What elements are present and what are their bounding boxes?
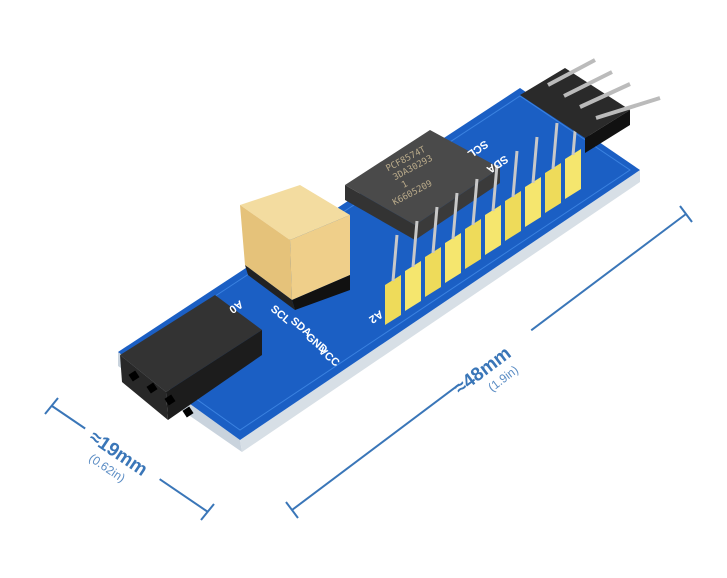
header-pin-housing bbox=[545, 163, 561, 213]
header-pin bbox=[551, 122, 559, 170]
header-pin bbox=[511, 150, 519, 198]
yellow-pin-header bbox=[385, 108, 581, 325]
header-pin-housing bbox=[565, 149, 581, 199]
header-pin bbox=[491, 164, 499, 212]
header-pin-housing bbox=[405, 261, 421, 311]
header-pin-housing bbox=[525, 177, 541, 227]
header-pin bbox=[531, 136, 539, 184]
header-pin bbox=[451, 192, 459, 240]
board-edge-front bbox=[240, 170, 640, 452]
header-pin-housing bbox=[385, 275, 401, 325]
header-pin-housing bbox=[485, 205, 501, 255]
width-dimension: ≈19mm (0.62in) bbox=[44, 397, 215, 521]
chip-marking-line3: 1 bbox=[400, 179, 409, 190]
header-pin bbox=[431, 206, 439, 254]
address-jumpers bbox=[240, 185, 350, 310]
header-pin bbox=[411, 220, 419, 268]
length-dimension: ≈48mm (1.9in) bbox=[285, 205, 693, 519]
header-pin bbox=[471, 178, 479, 226]
header-pin-housing bbox=[465, 219, 481, 269]
i2c-output-header bbox=[520, 58, 661, 153]
header-pin-housing bbox=[505, 191, 521, 241]
header-pin bbox=[391, 234, 399, 282]
header-pin-housing bbox=[445, 233, 461, 283]
header-pin-housing bbox=[425, 247, 441, 297]
female-header-4pin bbox=[120, 295, 262, 420]
